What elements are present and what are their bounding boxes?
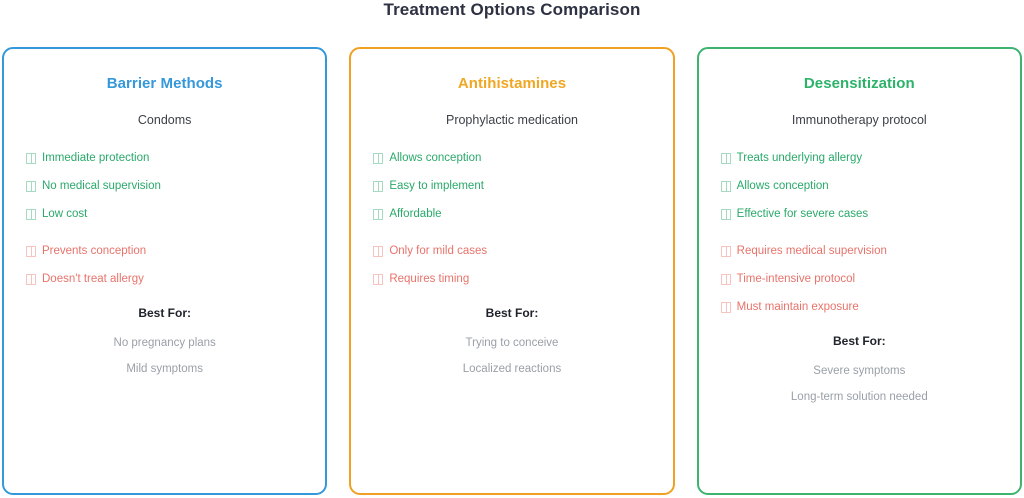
con-list-item: Prevents conception xyxy=(26,244,311,258)
best-for-item: Severe symptoms xyxy=(813,365,906,377)
feature-label: No medical supervision xyxy=(42,180,161,192)
card-title: Antihistamines xyxy=(457,75,567,92)
con-list-item: Requires medical supervision xyxy=(720,244,1006,258)
con-list-item: Requires timing xyxy=(373,272,658,286)
feature-label: Immediate protection xyxy=(42,152,150,164)
feature-label: Doesn't treat allergy xyxy=(42,273,144,285)
pro-tofu-box-icon xyxy=(373,208,384,220)
pro-tofu-box-icon xyxy=(373,152,384,164)
pro-list-item: Allows conception xyxy=(373,151,658,165)
pro-list-item: Easy to implement xyxy=(373,179,658,193)
feature-label: Only for mild cases xyxy=(389,245,488,257)
feature-label: Requires timing xyxy=(389,273,470,285)
pro-tofu-box-icon xyxy=(26,152,36,164)
con-tofu-box-icon xyxy=(720,273,731,285)
feature-label: Treats underlying allergy xyxy=(736,152,863,164)
feature-list: Immediate protection No medical supervisi… xyxy=(18,151,311,286)
con-tofu-box-icon xyxy=(373,245,384,257)
best-for-item: Trying to conceive xyxy=(465,337,559,349)
con-tofu-box-icon xyxy=(26,245,36,257)
pro-list-item: Low cost xyxy=(26,207,311,221)
feature-label: Low cost xyxy=(42,208,88,220)
con-tofu-box-icon xyxy=(26,273,36,285)
pro-tofu-box-icon xyxy=(373,180,384,192)
con-tofu-box-icon xyxy=(720,245,731,257)
pro-list-item: Immediate protection xyxy=(26,151,311,165)
feature-label: Affordable xyxy=(389,208,442,220)
feature-label: Prevents conception xyxy=(42,245,147,257)
feature-label: Easy to implement xyxy=(389,180,484,192)
best-for-label: Best For: xyxy=(485,306,539,320)
con-list-item: Time-intensive protocol xyxy=(720,272,1006,286)
feature-label: Allows conception xyxy=(389,152,482,164)
card-subtitle: Condoms xyxy=(137,113,192,127)
pro-list-item: Affordable xyxy=(373,207,658,221)
card-title: Desensitization xyxy=(803,75,915,92)
card-subtitle: Immunotherapy protocol xyxy=(791,113,927,127)
pro-list-item: Allows conception xyxy=(720,179,1006,193)
feature-label: Allows conception xyxy=(736,180,829,192)
feature-label: Must maintain exposure xyxy=(736,301,859,313)
con-list-item: Doesn't treat allergy xyxy=(26,272,311,286)
best-for-label: Best For: xyxy=(832,334,886,348)
best-for-item: Localized reactions xyxy=(462,363,562,375)
con-tofu-box-icon xyxy=(720,301,731,313)
pro-tofu-box-icon xyxy=(720,152,731,164)
pro-tofu-box-icon xyxy=(26,180,36,192)
card-subtitle: Prophylactic medication xyxy=(445,113,578,127)
pro-tofu-box-icon xyxy=(720,180,731,192)
con-list-item: Only for mild cases xyxy=(373,244,658,258)
pro-tofu-box-icon xyxy=(720,208,731,220)
best-for-item: Long-term solution needed xyxy=(790,391,928,403)
page-title: Treatment Options Comparison xyxy=(383,0,641,19)
con-list-item: Must maintain exposure xyxy=(720,300,1006,314)
con-tofu-box-icon xyxy=(373,273,384,285)
pro-list-item: Effective for severe cases xyxy=(720,207,1006,221)
pro-tofu-box-icon xyxy=(26,208,36,220)
best-for-label: Best For: xyxy=(138,306,191,320)
card-title: Barrier Methods xyxy=(106,75,223,92)
pro-list-item: No medical supervision xyxy=(26,179,311,193)
feature-label: Requires medical supervision xyxy=(736,245,887,257)
best-for-item: No pregnancy plans xyxy=(113,337,216,349)
feature-label: Time-intensive protocol xyxy=(736,273,856,285)
feature-label: Effective for severe cases xyxy=(736,208,869,220)
pro-list-item: Treats underlying allergy xyxy=(720,151,1006,165)
best-for-item: Mild symptoms xyxy=(126,363,203,375)
